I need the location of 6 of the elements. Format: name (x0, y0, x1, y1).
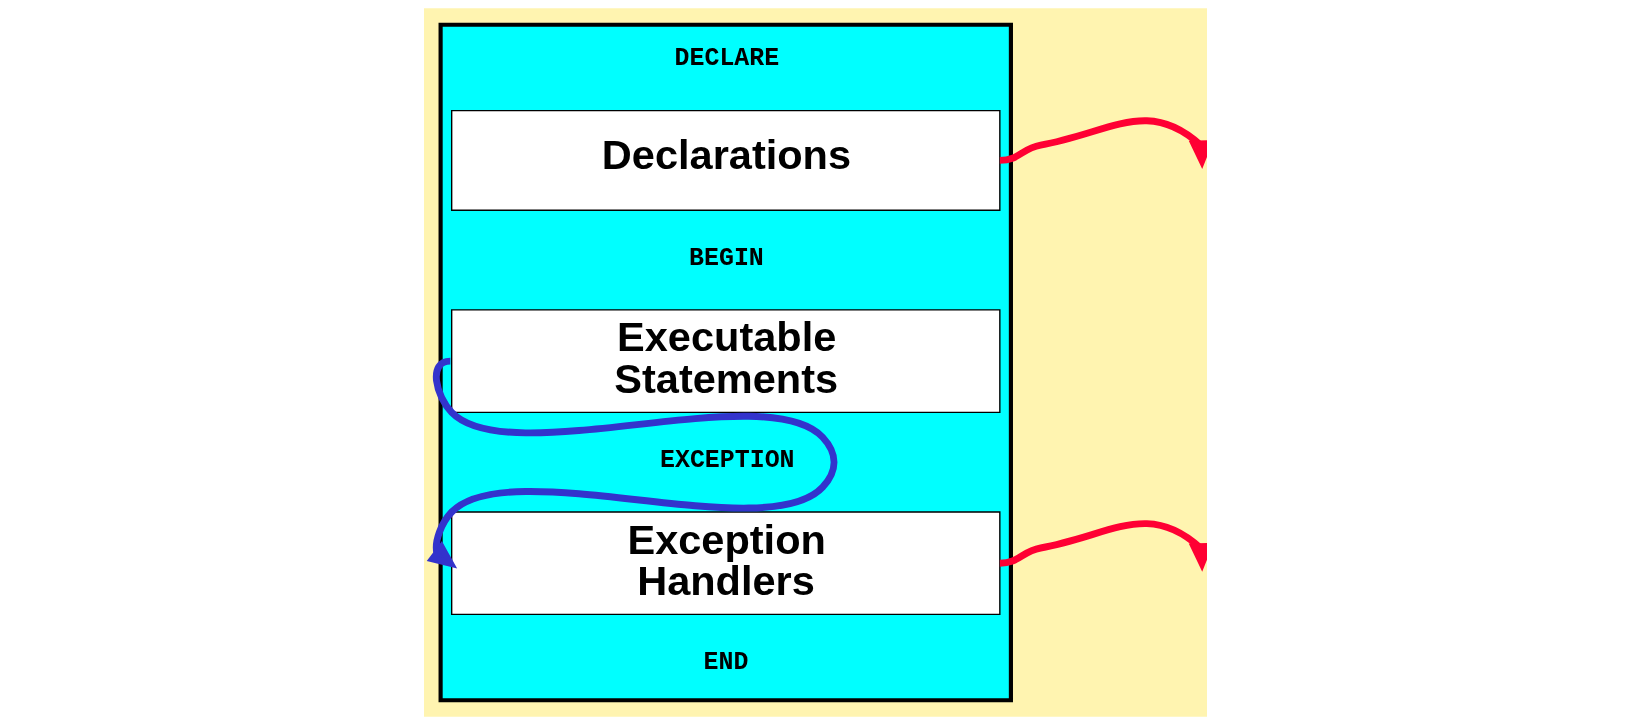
arrow (999, 117, 1207, 170)
arrow (999, 520, 1207, 572)
node-box: Exception Handlers (450, 511, 1001, 616)
node-box: Declarations (450, 109, 1001, 211)
node-box: Executable Statements (450, 309, 1001, 413)
arrow (426, 357, 837, 569)
